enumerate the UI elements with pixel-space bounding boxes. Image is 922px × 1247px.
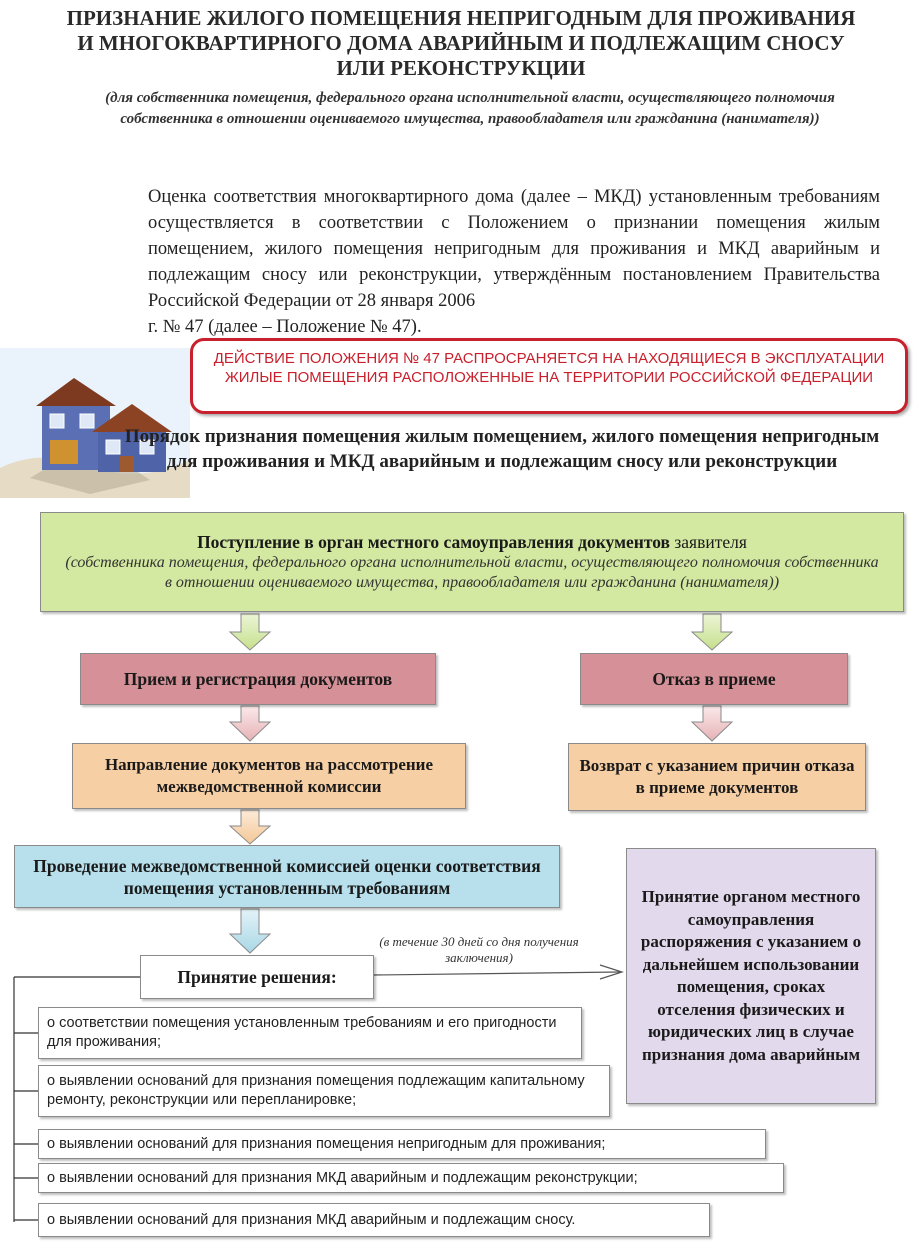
receipt-box: Поступление в орган местного самоуправле… — [40, 512, 904, 612]
receipt-main: Поступление в орган местного самоуправле… — [197, 531, 747, 553]
receipt-main-tail: заявителя — [674, 532, 747, 552]
house-illustration — [0, 348, 190, 498]
decision-option: о выявлении оснований для признания поме… — [38, 1129, 766, 1159]
decision-option: о выявлении оснований для признания МКД … — [38, 1203, 710, 1237]
notice-banner: ДЕЙСТВИЕ ПОЛОЖЕНИЯ № 47 РАСПРОСРАНЯЕТСЯ … — [190, 338, 908, 414]
accept-box: Прием и регистрация документов — [80, 653, 436, 705]
assessment-box: Проведение межведомственной комиссией оц… — [14, 845, 560, 908]
decision-option: о выявлении оснований для признания поме… — [38, 1065, 610, 1117]
intro-text: Оценка соответствия многоквартирного дом… — [148, 187, 880, 311]
intro-paragraph-end: г. № 47 (далее – Положение № 47). — [148, 317, 422, 337]
decision-box: Принятие решения: — [140, 955, 374, 999]
down-arrow — [690, 613, 734, 651]
decision-option: о соответствии помещения установленным т… — [38, 1007, 582, 1059]
deadline-note: (в течение 30 дней со дня получения закл… — [379, 934, 579, 965]
procedure-title: Порядок признания помещения жилым помеще… — [124, 426, 880, 472]
send-box: Направление документов на рассмотрение м… — [72, 743, 466, 809]
refuse-box: Отказ в приеме — [580, 653, 848, 705]
receipt-sub: (собственника помещения, федерального ор… — [65, 554, 879, 591]
intro-paragraph: Оценка соответствия многоквартирного дом… — [148, 184, 880, 314]
down-arrow — [228, 613, 272, 651]
receipt-main-text: Поступление в орган местного самоуправле… — [197, 532, 670, 552]
down-arrow — [690, 705, 734, 742]
order-box: Принятие органом местного самоуправления… — [626, 848, 876, 1104]
decision-option: о выявлении оснований для признания МКД … — [38, 1163, 784, 1193]
page-subtitle: (для собственника помещения, федеральног… — [105, 90, 835, 127]
down-arrow — [228, 809, 272, 845]
down-arrow — [228, 705, 272, 742]
right-arrow — [373, 971, 621, 976]
page-title: ПРИЗНАНИЕ ЖИЛОГО ПОМЕЩЕНИЯ НЕПРИГОДНЫМ Д… — [66, 6, 856, 80]
return-box: Возврат с указанием причин отказа в прие… — [568, 743, 866, 811]
down-arrow — [228, 908, 272, 954]
